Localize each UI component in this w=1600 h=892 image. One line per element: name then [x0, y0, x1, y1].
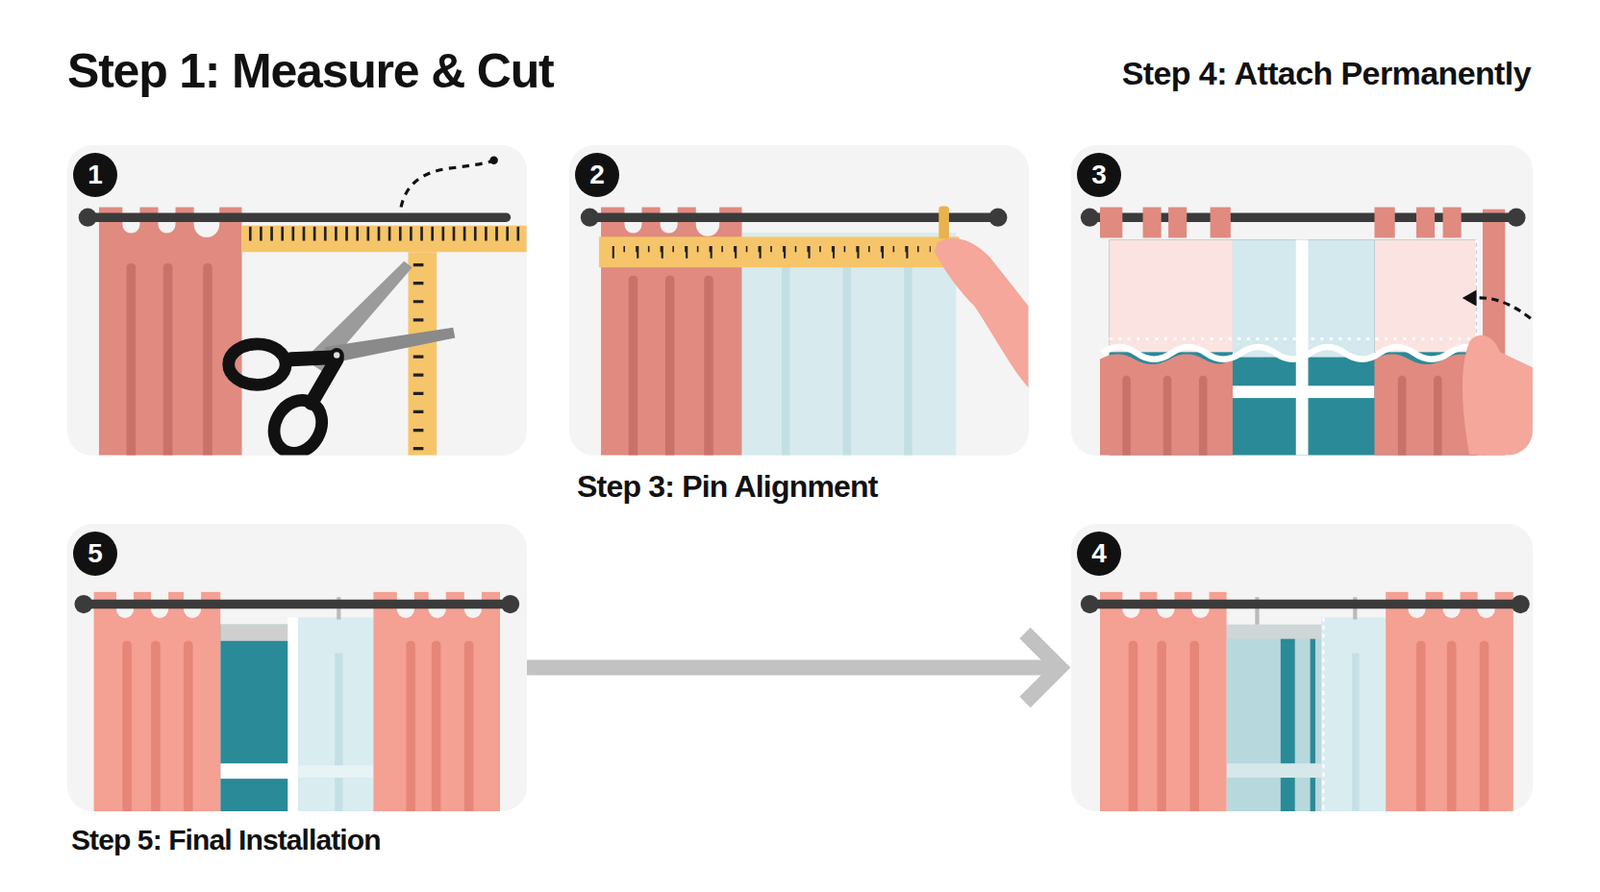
callout-number: 2	[575, 152, 620, 198]
step-heading: Step 3: Pin Alignment	[576, 469, 878, 505]
step-heading: Step 5: Final Installation	[71, 824, 381, 858]
step-panel: 2	[569, 145, 1029, 456]
step-panel: 5	[67, 524, 527, 812]
step-panel: 3	[1071, 145, 1533, 456]
callout-number: 1	[73, 152, 118, 198]
callout-number: 5	[73, 531, 118, 576]
flow-arrow	[526, 660, 1054, 676]
step-heading: Step 4: Attach Permanently	[1122, 54, 1531, 93]
callout-number: 3	[1076, 152, 1122, 198]
step-panel: 1	[67, 145, 527, 456]
arrow-head	[1025, 633, 1060, 703]
step-panel: 4	[1071, 524, 1533, 812]
flow-arrow-group	[526, 633, 1060, 703]
step-heading: Step 1: Measure & Cut	[67, 44, 553, 100]
callout-number: 4	[1076, 531, 1122, 576]
